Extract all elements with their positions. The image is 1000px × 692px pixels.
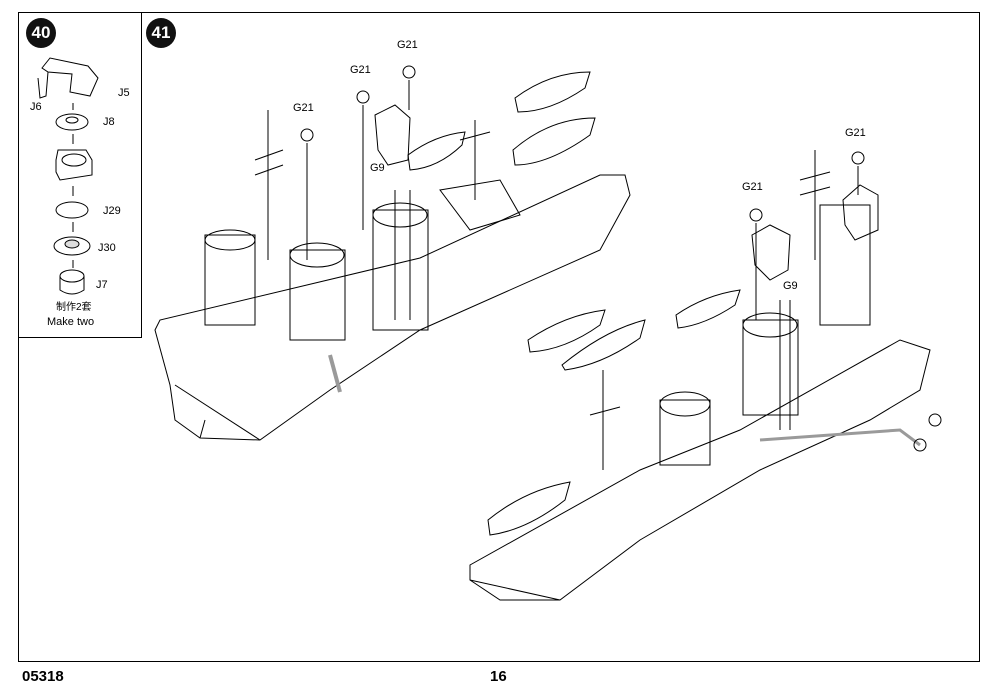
page-number: 16 <box>490 668 507 685</box>
step-40-number: 40 <box>31 23 51 42</box>
step-41-marker: 41 <box>146 18 176 48</box>
callout-g9: G9 <box>370 162 385 174</box>
make-two-note-en: Make two <box>47 316 95 328</box>
boat-7 <box>487 481 571 536</box>
part-label-j5: J5 <box>118 87 130 99</box>
part-label-j7: J7 <box>96 279 108 291</box>
callout-g21: G21 <box>293 102 314 114</box>
make-two-note-cn: 制作2套 <box>56 302 92 313</box>
tower-part <box>374 104 411 166</box>
part-label-j6: J6 <box>30 101 42 113</box>
part-label-j8: J8 <box>103 116 115 128</box>
boat-3 <box>407 131 466 171</box>
step-40-inset <box>18 12 142 338</box>
model-code: 05318 <box>22 668 64 685</box>
fitting-icons <box>300 65 942 452</box>
boat-5 <box>561 319 646 371</box>
part-j29 <box>55 201 89 219</box>
part-j30 <box>53 236 91 256</box>
tower-part-2 <box>751 224 791 281</box>
ship-aft-section <box>154 110 631 441</box>
part-j8 <box>55 113 89 131</box>
callout-g21: G21 <box>350 64 371 76</box>
step-41-number: 41 <box>151 23 171 42</box>
boat-1 <box>514 71 591 113</box>
ship-forward-section <box>469 150 931 601</box>
tower-part-3 <box>842 184 879 241</box>
part-label-j29: J29 <box>103 205 121 217</box>
callout-g21: G21 <box>742 181 763 193</box>
boat-4 <box>527 309 606 353</box>
part-j8-assembly <box>55 149 93 181</box>
part-j7 <box>59 269 85 295</box>
step-40-marker: 40 <box>26 18 56 48</box>
callout-g9: G9 <box>783 280 798 292</box>
part-j5-j6-bracket <box>37 57 99 99</box>
boat-6 <box>675 289 741 329</box>
callout-g21: G21 <box>397 39 418 51</box>
part-label-j30: J30 <box>98 242 116 254</box>
boat-2 <box>512 117 596 166</box>
callout-g21: G21 <box>845 127 866 139</box>
